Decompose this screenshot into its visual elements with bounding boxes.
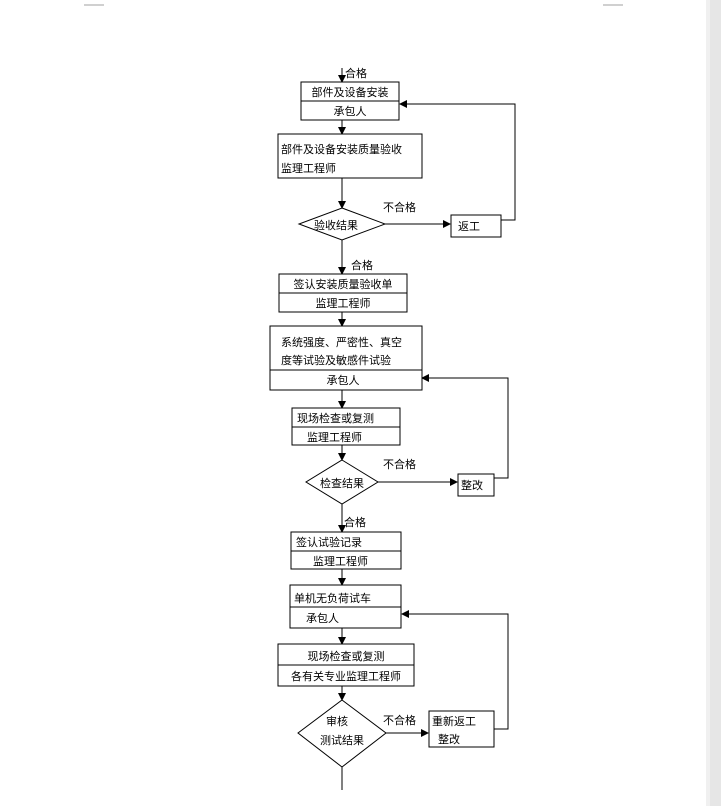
box-title: 签认安装质量验收单 xyxy=(294,277,393,291)
box-rework-rectify: 重新返工 整改 xyxy=(428,710,495,748)
decision-label-line1: 审核 xyxy=(326,714,348,728)
box-role: 监理工程师 xyxy=(313,555,368,568)
box-role: 监理工程师 xyxy=(281,162,336,175)
box-no-load-trial: 单机无负荷试车 承包人 xyxy=(289,584,402,629)
connectors xyxy=(338,68,516,790)
box-role: 承包人 xyxy=(306,612,339,625)
box-title-line2: 度等试验及敏感件试验 xyxy=(281,353,391,367)
box-title: 部件及设备安装质量验收 xyxy=(281,142,402,156)
box-rectify: 整改 xyxy=(457,473,495,497)
decision-label: 验收结果 xyxy=(314,218,358,232)
label-pass-2: 合格 xyxy=(351,258,373,272)
box-title: 部件及设备安装 xyxy=(312,85,389,99)
box-sign-acceptance-form: 签认安装质量验收单 监理工程师 xyxy=(278,273,408,313)
loop-rectify-to-tests xyxy=(421,374,509,479)
box-component-install: 部件及设备安装 承包人 xyxy=(300,81,400,121)
decision-label-line2: 测试结果 xyxy=(320,734,364,747)
label-fail-2: 不合格 xyxy=(383,457,416,471)
decision-review-test-result: 审核 测试结果 xyxy=(297,699,387,768)
box-title-line2: 整改 xyxy=(438,732,460,746)
decision-inspection-result: 检查结果 xyxy=(305,459,379,505)
box-role: 承包人 xyxy=(334,105,367,118)
label-fail-3: 不合格 xyxy=(383,713,416,727)
box-role: 监理工程师 xyxy=(316,297,371,310)
box-system-tests: 系统强度、严密性、真空 度等试验及敏感件试验 承包人 xyxy=(269,325,423,391)
box-sign-test-record: 签认试验记录 监理工程师 xyxy=(290,531,402,570)
box-title: 单机无负荷试车 xyxy=(294,591,371,605)
label-pass-3: 合格 xyxy=(344,515,366,529)
loop-rework-to-install xyxy=(399,100,516,221)
loop-rework2-to-trial xyxy=(401,610,509,730)
box-title: 现场检查或复测 xyxy=(308,649,385,663)
box-role: 承包人 xyxy=(327,374,360,387)
decision-acceptance-result: 验收结果 xyxy=(297,207,387,241)
box-title: 签认试验记录 xyxy=(296,535,362,549)
box-install-quality-acceptance: 部件及设备安装质量验收 监理工程师 xyxy=(277,133,423,179)
box-rework: 返工 xyxy=(450,214,502,238)
box-title-line1: 系统强度、严密性、真空 xyxy=(281,335,402,349)
box-title: 整改 xyxy=(461,478,483,492)
box-title: 现场检查或复测 xyxy=(297,411,374,425)
box-role: 各有关专业监理工程师 xyxy=(291,669,401,683)
edge-labels: 合格 不合格 合格 不合格 合格 不合格 xyxy=(344,66,416,727)
vertical-scrollbar[interactable] xyxy=(710,0,721,806)
decision-label: 检查结果 xyxy=(320,476,364,490)
box-role: 监理工程师 xyxy=(307,431,362,444)
box-onsite-inspection-2: 现场检查或复测 各有关专业监理工程师 xyxy=(277,643,415,687)
label-pass-top: 合格 xyxy=(345,66,367,80)
box-title-line1: 重新返工 xyxy=(432,714,476,728)
box-onsite-inspection: 现场检查或复测 监理工程师 xyxy=(291,407,401,446)
label-fail-1: 不合格 xyxy=(383,200,416,214)
box-title: 返工 xyxy=(458,220,480,233)
